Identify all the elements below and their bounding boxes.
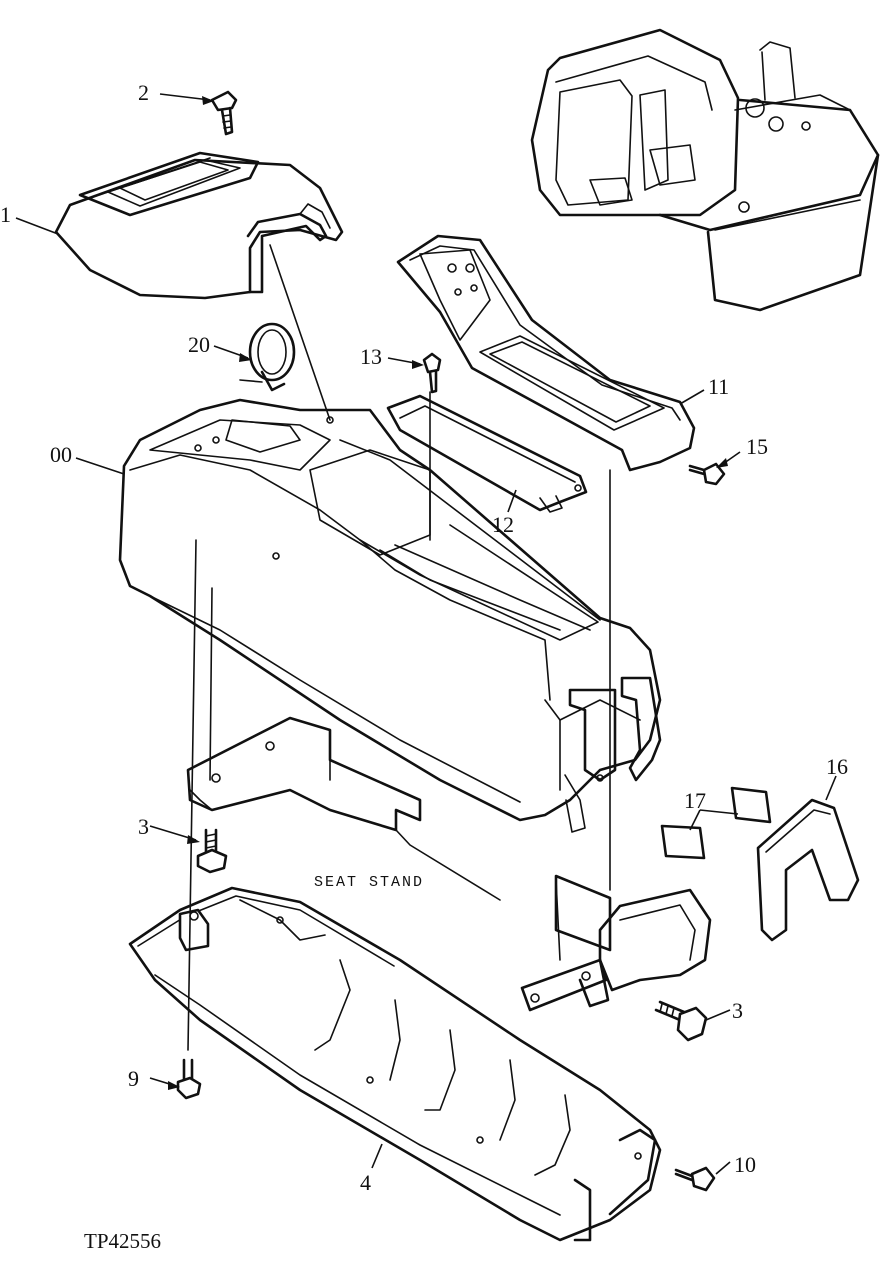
part-1-top-cover bbox=[54, 151, 344, 300]
part-15-bolt bbox=[688, 462, 726, 486]
callout-9: 9 bbox=[128, 1066, 139, 1091]
callout-12: 12 bbox=[492, 512, 514, 537]
callout-3-right: 3 bbox=[732, 998, 743, 1023]
part-2-bolt bbox=[210, 90, 238, 136]
callout-20: 20 bbox=[188, 332, 210, 357]
leader-lines bbox=[15, 93, 837, 1175]
callout-16: 16 bbox=[826, 754, 848, 779]
callout-13: 13 bbox=[360, 344, 382, 369]
callout-4: 4 bbox=[360, 1170, 371, 1195]
drawing-code: TP42556 bbox=[84, 1229, 161, 1253]
callout-15: 15 bbox=[746, 434, 768, 459]
part-9-bolt bbox=[176, 1058, 202, 1100]
callout-10: 10 bbox=[734, 1152, 756, 1177]
part-3-bolt-right bbox=[654, 1000, 708, 1042]
excavator-overview bbox=[530, 28, 880, 312]
callout-1: 1 bbox=[0, 202, 11, 227]
seat-bracket bbox=[520, 874, 712, 1012]
callout-11: 11 bbox=[708, 374, 729, 399]
part-10-bolt bbox=[674, 1166, 716, 1192]
part-20-cable-band bbox=[239, 322, 296, 392]
alignment-lines bbox=[187, 244, 611, 1051]
callout-2: 2 bbox=[138, 80, 149, 105]
callout-3-left: 3 bbox=[138, 814, 149, 839]
callout-00: 00 bbox=[50, 442, 72, 467]
part-11-upper-plate bbox=[396, 234, 696, 472]
part-13-screw bbox=[422, 352, 442, 394]
part-00-console bbox=[118, 398, 662, 833]
seat-stand bbox=[186, 716, 501, 901]
part-4-lower-cover bbox=[128, 886, 662, 1242]
part-3-bolt-left bbox=[196, 828, 228, 874]
part-17-pads bbox=[660, 786, 772, 860]
part-12-bracket bbox=[386, 394, 588, 513]
seat-stand-label: SEAT STAND bbox=[314, 874, 424, 891]
callout-labels: 1 2 20 13 11 15 12 00 3 9 3 10 4 16 17 bbox=[0, 80, 848, 1195]
part-16-u-cushion bbox=[756, 798, 860, 942]
callout-17: 17 bbox=[684, 788, 706, 813]
